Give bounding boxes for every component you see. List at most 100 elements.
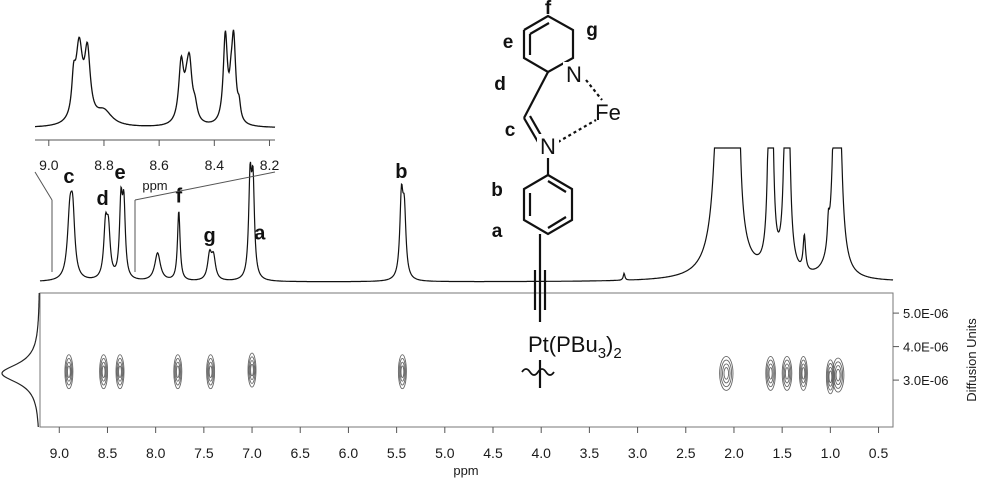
spectrum-trace xyxy=(39,147,894,283)
n2-label-bg xyxy=(537,134,559,158)
dosy-contour-ring xyxy=(99,354,109,390)
dosy-contour-ring xyxy=(249,360,255,381)
dosy-contour-ring xyxy=(65,357,73,386)
atom-n-pyridine: N xyxy=(566,62,582,87)
peak-label-d: d xyxy=(96,188,108,210)
dosy-contour-ring xyxy=(765,355,776,391)
dosy-contour-ring xyxy=(248,356,256,384)
dosy-contour-spot xyxy=(64,354,74,390)
dosy-contour-ring xyxy=(722,363,731,384)
dosy-contour-ring xyxy=(781,355,793,391)
fe-coordination-2 xyxy=(557,119,597,143)
imine-double-bond-2 xyxy=(529,115,543,138)
dosy-contour-ring xyxy=(174,357,182,386)
pyridine-ring-bonds xyxy=(522,14,575,74)
peak-label-c: c xyxy=(63,166,74,188)
dosy-contour-ring xyxy=(831,357,845,393)
inset-tick-label: 8.6 xyxy=(149,157,169,173)
dosy-contour-spot xyxy=(247,352,257,388)
x-tick-label: 6.0 xyxy=(339,445,359,461)
dosy-contour-ring xyxy=(782,359,792,388)
dosy-contour-ring xyxy=(250,363,254,377)
dosy-contour-ring xyxy=(828,370,833,384)
dosy-contour-ring xyxy=(116,357,124,386)
inset-trace xyxy=(35,29,276,128)
dosy-contour-ring xyxy=(207,357,215,386)
structure-label-a: a xyxy=(492,221,503,242)
peak-label-g: g xyxy=(203,225,215,247)
dosy-y-axis-ticks: 5.0E-06 4.0E-06 3.0E-06 xyxy=(893,306,949,388)
dosy-contour-ring xyxy=(766,359,775,388)
peak-label-b: b xyxy=(395,161,407,183)
dosy-contour-ring xyxy=(835,368,841,382)
diffusion-projection-trace xyxy=(1,293,40,428)
dosy-contour-ring xyxy=(783,363,791,384)
inset-connector-left xyxy=(34,171,53,201)
structure-label-c: c xyxy=(505,120,516,141)
inset-axis-label: ppm xyxy=(142,178,167,193)
dosy-contour-ring xyxy=(175,365,180,378)
dosy-contour-spot xyxy=(831,357,845,393)
dosy-contour-spot xyxy=(173,354,183,390)
dosy-y-tick-label: 3.0E-06 xyxy=(903,373,949,388)
dosy-contour-ring xyxy=(66,361,72,382)
dosy-contour-ring xyxy=(64,354,74,390)
dosy-contour-ring xyxy=(397,354,407,390)
dosy-contour-ring xyxy=(206,354,216,390)
x-tick-label: 7.0 xyxy=(242,445,262,461)
x-tick-label: 3.0 xyxy=(628,445,648,461)
peak-label-e: e xyxy=(114,162,125,184)
atom-n-imine: N xyxy=(540,134,556,159)
dosy-contour-spot xyxy=(397,354,407,390)
dosy-contour-ring xyxy=(100,357,108,386)
x-tick-label: 4.0 xyxy=(531,445,551,461)
dosy-y-axis-label: Diffusion Units xyxy=(964,318,979,402)
structure-label-e: e xyxy=(503,32,514,53)
phenyl-ring-bonds xyxy=(522,174,574,236)
x-tick-label: 5.0 xyxy=(435,445,455,461)
x-tick-label: 7.5 xyxy=(194,445,214,461)
dosy-contours xyxy=(64,352,845,395)
structure-label-b: b xyxy=(491,180,503,201)
structure-label-g: g xyxy=(586,20,598,41)
x-tick-label: 6.5 xyxy=(290,445,310,461)
inset-tick-label: 8.8 xyxy=(94,157,114,173)
x-tick-label: 0.5 xyxy=(869,445,889,461)
x-tick-label: 8.5 xyxy=(98,445,118,461)
dosy-contour-ring xyxy=(247,352,257,388)
pyridine-double-1 xyxy=(529,22,550,35)
dosy-contour-ring xyxy=(768,367,773,380)
dosy-contour-ring xyxy=(798,355,808,391)
dosy-contour-ring xyxy=(175,361,181,382)
dosy-contour-ring xyxy=(833,361,844,389)
dosy-contour-spot xyxy=(99,354,109,390)
wavy-bond-icon xyxy=(521,368,555,376)
dosy-contour-ring xyxy=(118,365,122,378)
n1-label-bg xyxy=(563,62,585,86)
dosy-contour-ring xyxy=(719,355,734,391)
molecule-labels: N N Fe f g e d c b a Pt(PBu3)2 xyxy=(491,0,622,362)
x-tick-label: 1.5 xyxy=(772,445,792,461)
dosy-panel: 5.0E-06 4.0E-06 3.0E-06 Diffusion Units xyxy=(1,292,979,428)
x-tick-label: 8.0 xyxy=(146,445,166,461)
phenyl-double-2 xyxy=(547,216,567,229)
dosy-y-tick-label: 4.0E-06 xyxy=(903,340,949,355)
dosy-contour-ring xyxy=(100,361,107,382)
x-tick-label: 1.0 xyxy=(821,445,841,461)
pt-sub-2: 2 xyxy=(613,345,621,362)
x-tick-label: 4.5 xyxy=(483,445,503,461)
x-tick-label: 9.0 xyxy=(50,445,70,461)
pt-text-main: Pt(PBu xyxy=(528,332,598,357)
pt-close: ) xyxy=(606,332,613,357)
molecule-structure xyxy=(521,14,603,388)
dosy-y-tick-label: 5.0E-06 xyxy=(903,306,949,321)
dosy-contour-ring xyxy=(115,354,125,390)
dosy-contour-spot xyxy=(206,354,216,390)
dosy-contour-ring xyxy=(801,367,806,380)
x-tick-label: 5.5 xyxy=(387,445,407,461)
inset-tick-label: 8.2 xyxy=(260,157,280,173)
fe-coordination-1 xyxy=(585,79,603,101)
peak-label-a: a xyxy=(254,223,266,245)
